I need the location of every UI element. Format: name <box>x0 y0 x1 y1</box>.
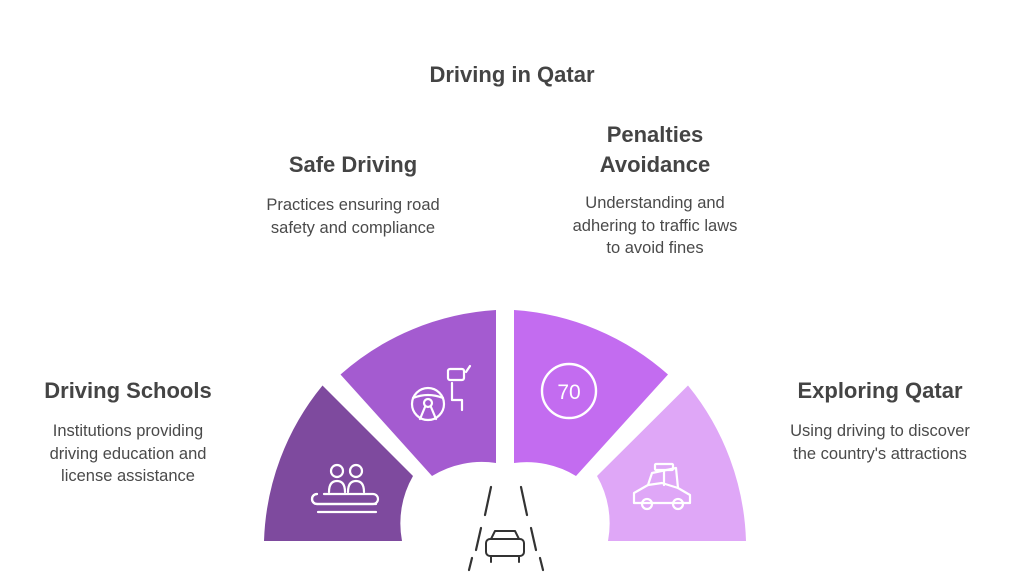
penalties-avoidance-description: Understanding and adhering to traffic la… <box>540 192 770 260</box>
driving-schools-description: Institutions providing driving education… <box>10 420 246 488</box>
driving-schools-label: Driving Schools Institutions providing d… <box>10 376 246 488</box>
penalties-avoidance-label: Penalties Avoidance Understanding and ad… <box>540 120 770 260</box>
driving-schools-desc-line: license assistance <box>61 467 195 485</box>
diagram-title: Driving in Qatar <box>429 62 595 87</box>
driving-schools-desc-line: driving education and <box>49 444 207 463</box>
exploring-desc-line: the country's attractions <box>793 444 967 463</box>
safe-driving-desc-line: Practices ensuring road <box>266 196 440 214</box>
speed-limit-text: 70 <box>557 381 580 404</box>
penalties-avoidance-segment <box>514 310 668 476</box>
penalties-heading-line: Penalties <box>606 122 704 147</box>
exploring-qatar-description: Using driving to discover the country's … <box>760 420 1000 465</box>
safe-driving-heading: Safe Driving <box>288 152 418 177</box>
safe-driving-segment <box>340 310 496 476</box>
speed-limit-sign-icon: 70 <box>540 362 598 420</box>
exploring-desc-line: Using driving to discover <box>790 422 970 440</box>
penalties-avoidance-heading: Penalties Avoidance <box>540 120 770 180</box>
penalties-desc-line: Understanding and <box>585 194 725 212</box>
exploring-qatar-label: Exploring Qatar Using driving to discove… <box>760 376 1000 465</box>
exploring-qatar-heading: Exploring Qatar <box>797 378 963 403</box>
students-desk-icon <box>310 463 380 514</box>
safe-driving-label: Safe Driving Practices ensuring road saf… <box>225 150 481 239</box>
driving-schools-desc-line: Institutions providing <box>52 422 204 440</box>
safe-driving-description: Practices ensuring road safety and compl… <box>225 194 481 239</box>
steering-wheel-mirror-icon <box>410 364 472 422</box>
penalties-desc-line: to avoid fines <box>606 239 704 257</box>
penalties-heading-line: Avoidance <box>599 152 711 177</box>
car-with-luggage-icon <box>632 462 692 511</box>
safe-driving-desc-line: safety and compliance <box>270 218 436 237</box>
car-on-road-icon <box>467 485 545 572</box>
driving-schools-heading: Driving Schools <box>44 378 212 403</box>
penalties-desc-line: adhering to traffic laws <box>572 216 738 235</box>
